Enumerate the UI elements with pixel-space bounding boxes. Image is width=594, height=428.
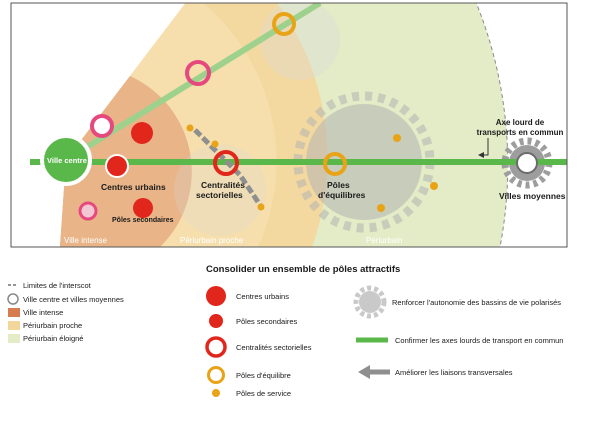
legend-renforcer: Renforcer l'autonomie des bassins de vie… bbox=[392, 298, 561, 307]
cercle-rose-2 bbox=[185, 60, 211, 86]
pole-service bbox=[430, 182, 438, 190]
cercle-rose-3 bbox=[78, 201, 98, 221]
legend-centralites: Centralités sectorielles bbox=[236, 343, 312, 352]
label-centres-urbains: Centres urbains bbox=[101, 182, 166, 192]
cercle-orange-top bbox=[272, 12, 296, 36]
zone-label-periurbain: Périurbain bbox=[366, 236, 402, 245]
label-poles-eq-2: d'équilibres bbox=[318, 190, 366, 200]
cercle-rose-1 bbox=[90, 114, 114, 138]
map-frame bbox=[10, 2, 568, 248]
label-centralites-2: sectorielles bbox=[196, 190, 243, 200]
legend-ameliorer: Améliorer les liaisons transversales bbox=[395, 368, 513, 377]
legend-poles-service: Pôles de service bbox=[236, 389, 291, 398]
pole-service bbox=[186, 124, 194, 132]
legend-poles-secondaires: Pôles secondaires bbox=[236, 317, 298, 326]
label-poles-secondaires: Pôles secondaires bbox=[112, 217, 174, 224]
label-poles-eq-1: Pôles bbox=[327, 180, 350, 190]
legend-title: Consolider un ensemble de pôles attracti… bbox=[206, 264, 400, 275]
pole-secondaire-1 bbox=[131, 122, 153, 144]
legend-ville-intense: Ville intense bbox=[23, 308, 63, 317]
legend-proche: Périurbain proche bbox=[23, 321, 82, 330]
legend-limites: Limites de l'interscot bbox=[23, 281, 92, 290]
label-centralites-1: Centralités bbox=[201, 180, 245, 190]
legend-right: Renforcer l'autonomie des bassins de vie… bbox=[353, 285, 563, 379]
centralite-sectorielle bbox=[213, 150, 239, 176]
legend-eloigne: Périurbain éloigné bbox=[23, 334, 83, 343]
legend-ville-centre: Ville centre et villes moyennes bbox=[23, 295, 124, 304]
label-ville-centre: Ville centre bbox=[47, 156, 87, 165]
pole-service bbox=[257, 203, 265, 211]
pole-equilibre bbox=[323, 152, 347, 176]
pole-secondaire-2 bbox=[133, 198, 153, 218]
liaison-transversale bbox=[193, 128, 265, 210]
label-axe-2: transports en commun bbox=[477, 128, 564, 137]
zone-label-intense: Ville intense bbox=[64, 236, 108, 245]
label-villes-moyennes: Villes moyennes bbox=[499, 191, 566, 201]
legend-centres-urbains: Centres urbains bbox=[236, 292, 289, 301]
legend-left: Limites de l'interscot Ville centre et v… bbox=[7, 281, 124, 343]
label-axe-1: Axe lourd de bbox=[496, 118, 545, 127]
centre-urbain bbox=[105, 154, 129, 178]
ville-centre bbox=[40, 134, 92, 186]
legend-confirmer: Confirmer les axes lourds de transport e… bbox=[395, 336, 563, 345]
pole-service bbox=[211, 140, 219, 148]
zone-label-proche: Périurbain proche bbox=[180, 236, 244, 245]
pole-service bbox=[377, 204, 385, 212]
ville-moyenne bbox=[516, 152, 538, 174]
axe-arrow bbox=[578, 153, 592, 171]
map-area: Ville centre Centres urbains Pôles secon… bbox=[11, 3, 592, 247]
legend-middle: Centres urbains Pôles secondaires Centra… bbox=[205, 286, 312, 398]
legend-poles-equilibre: Pôles d'équilibre bbox=[236, 371, 291, 380]
pole-service bbox=[393, 134, 401, 142]
